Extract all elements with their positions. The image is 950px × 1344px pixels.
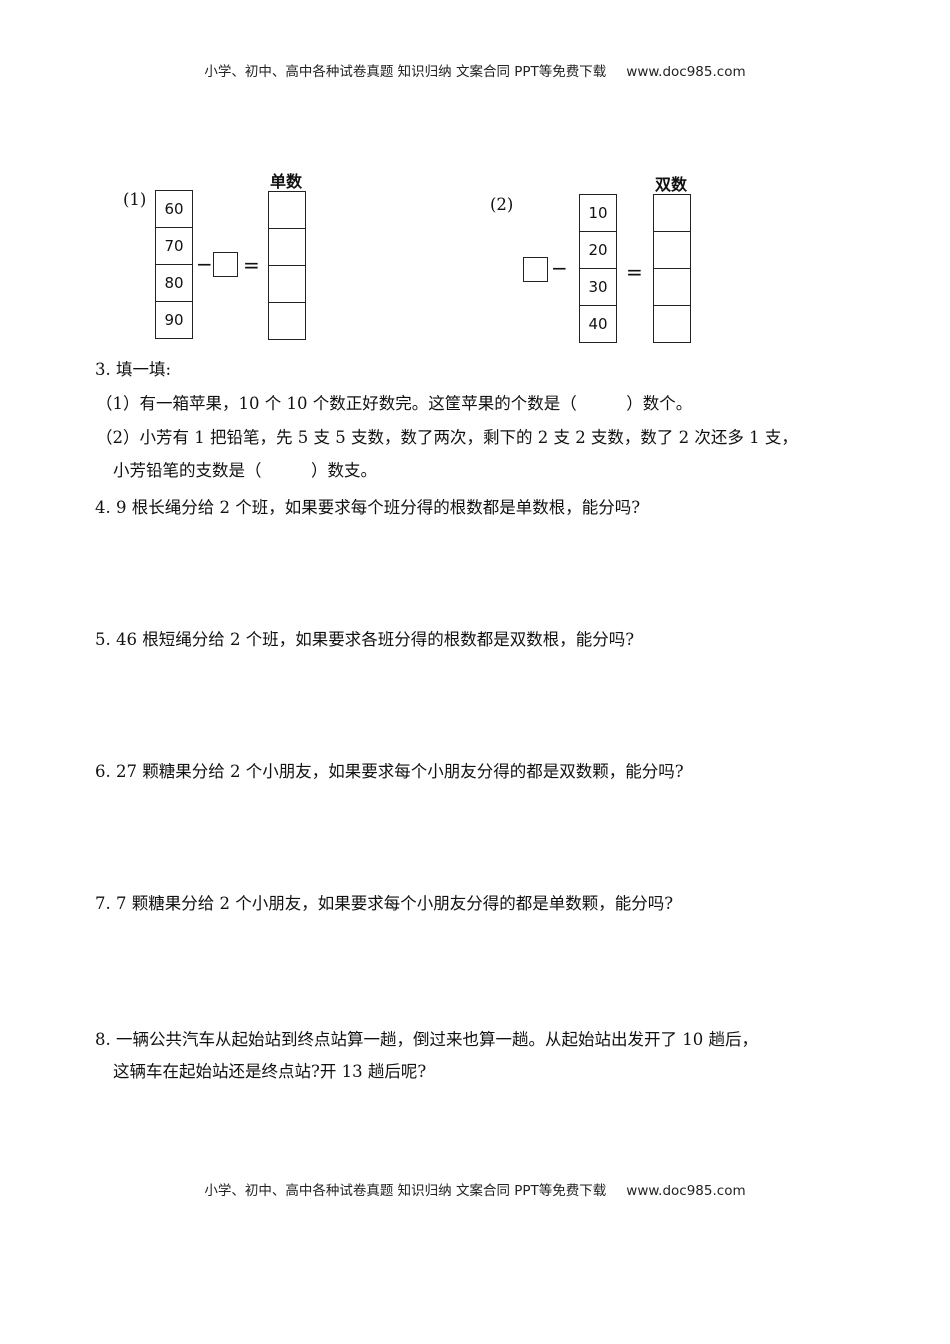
footer-url: www.doc985.com [626, 1183, 746, 1199]
number-column: 10 20 30 40 [579, 194, 617, 343]
minus-sign: − [551, 256, 568, 280]
cell: 70 [156, 228, 192, 265]
answer-box[interactable] [523, 257, 548, 282]
answer-box[interactable] [213, 252, 238, 277]
column-title: 双数 [655, 175, 688, 194]
cell: 60 [156, 191, 192, 228]
diagram-label: (2) [490, 195, 514, 214]
equals-sign: = [243, 253, 260, 277]
answer-column[interactable] [268, 191, 306, 340]
cell: 90 [164, 311, 184, 329]
q4: 4. 9 根长绳分给 2 个班，如果要求每个班分得的根数都是单数根，能分吗? [95, 498, 641, 517]
q8-line1: 8. 一辆公共汽车从起始站到终点站算一趟，倒过来也算一趟。从起始站出发开了 10… [95, 1030, 758, 1049]
page-footer: 小学、初中、高中各种试卷真题 知识归纳 文案合同 PPT等免费下载 www.doc… [0, 1179, 950, 1199]
column-title: 单数 [270, 172, 303, 191]
cell: 40 [588, 315, 608, 333]
cell: 80 [156, 265, 192, 302]
q3-part2: （2）小芳有 1 把铅笔，先 5 支 5 支数，数了两次，剩下的 2 支 2 支… [96, 428, 798, 447]
q3-part2-cont: 小芳铅笔的支数是（ ）数支。 [113, 461, 377, 480]
cell: 30 [580, 269, 616, 306]
q5: 5. 46 根短绳分给 2 个班，如果要求各班分得的根数都是双数根，能分吗? [95, 630, 635, 649]
minus-sign: − [196, 252, 213, 276]
q3-part1: （1）有一箱苹果，10 个 10 个数正好数完。这筐苹果的个数是（ ）数个。 [96, 394, 693, 413]
q8-line2: 这辆车在起始站还是终点站?开 13 趟后呢? [113, 1062, 427, 1081]
cell: 20 [580, 232, 616, 269]
page-header: 小学、初中、高中各种试卷真题 知识归纳 文案合同 PPT等免费下载 www.doc… [0, 60, 950, 80]
cell: 10 [580, 195, 616, 232]
q3-title: 3. 填一填: [95, 360, 172, 379]
q6: 6. 27 颗糖果分给 2 个小朋友，如果要求每个小朋友分得的都是双数颗，能分吗… [95, 762, 684, 781]
answer-column[interactable] [653, 194, 691, 343]
diagram-label: (1) [123, 190, 147, 209]
equals-sign: = [626, 260, 643, 284]
header-url: www.doc985.com [626, 64, 746, 80]
header-text: 小学、初中、高中各种试卷真题 知识归纳 文案合同 PPT等免费下载 [204, 64, 607, 80]
footer-text: 小学、初中、高中各种试卷真题 知识归纳 文案合同 PPT等免费下载 [204, 1183, 607, 1199]
q7: 7. 7 颗糖果分给 2 个小朋友，如果要求每个小朋友分得的都是单数颗，能分吗? [95, 894, 674, 913]
number-column: 60 70 80 90 [155, 190, 193, 339]
